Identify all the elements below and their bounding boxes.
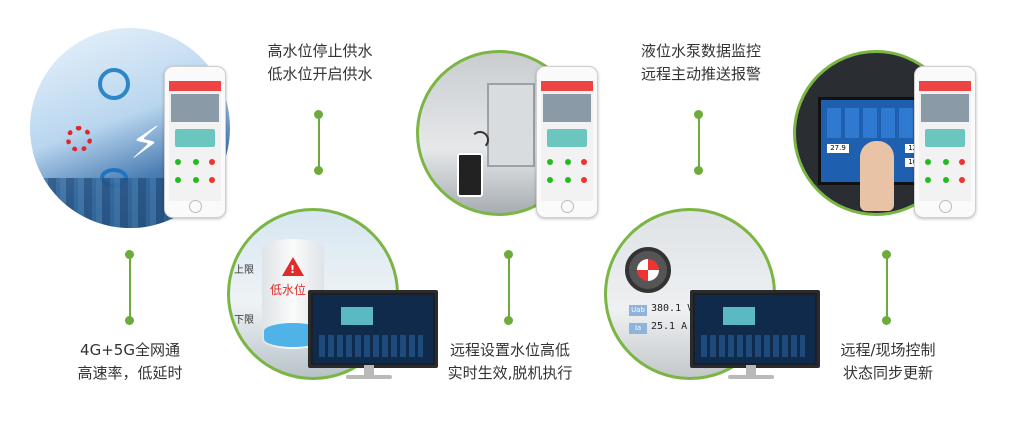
monitor-2 (690, 290, 820, 368)
lightning-icon: ⚡ (130, 118, 161, 169)
caption-network: 4G+5G全网通高速率，低延时 (77, 341, 183, 382)
fan-icon (637, 259, 659, 281)
connector-dot (694, 110, 703, 119)
caption-sync-control: 远程/现场控制状态同步更新 (840, 341, 936, 382)
alarm-label: 低水位 (270, 283, 307, 297)
wifi-icon (471, 131, 489, 149)
phone-1 (164, 66, 226, 218)
warning-exclamation: ! (290, 263, 296, 276)
connector-dot (504, 316, 513, 325)
monitor-stand (746, 365, 756, 375)
connector-line (318, 118, 320, 170)
warning-icon (282, 257, 304, 276)
phone-2 (536, 66, 598, 218)
finger-hand (860, 141, 894, 211)
connector-dot (694, 166, 703, 175)
monitor-1 (308, 290, 438, 368)
monitor-base (728, 375, 774, 379)
connector-dot (125, 250, 134, 259)
current-tag: Ia (629, 323, 647, 334)
caption-pump-monitor: 液位水泵数据监控远程主动推送报警 (640, 42, 761, 83)
connector-dot (314, 166, 323, 175)
handheld-phone (457, 153, 483, 197)
caption-remote-setting: 远程设置水位高低实时生效,脱机执行 (447, 341, 573, 382)
connector-dot (314, 110, 323, 119)
connector-dot (125, 316, 134, 325)
connector-line (698, 118, 700, 170)
connector-dot (882, 250, 891, 259)
monitor-base (346, 375, 392, 379)
lower-limit-label: 下限 (234, 315, 254, 326)
current-value: 25.1 A (651, 321, 688, 332)
china-mobile-logo (98, 68, 130, 100)
connector-line (508, 258, 510, 320)
connector-line (129, 258, 131, 320)
phone-3 (914, 66, 976, 218)
voltage-tag: Uab (629, 305, 647, 316)
caption-water-level: 高水位停止供水低水位开启供水 (267, 42, 373, 83)
connector-dot (882, 316, 891, 325)
connector-line (886, 258, 888, 320)
voltage-value: 380.1 V (651, 303, 694, 314)
monitor-stand (364, 365, 374, 375)
pump-icon (625, 247, 671, 293)
china-unicom-logo (66, 126, 92, 152)
upper-limit-label: 上限 (234, 265, 254, 276)
control-cabinet (487, 83, 535, 167)
connector-dot (504, 250, 513, 259)
panel-readout-1: 27.9 (827, 144, 849, 153)
